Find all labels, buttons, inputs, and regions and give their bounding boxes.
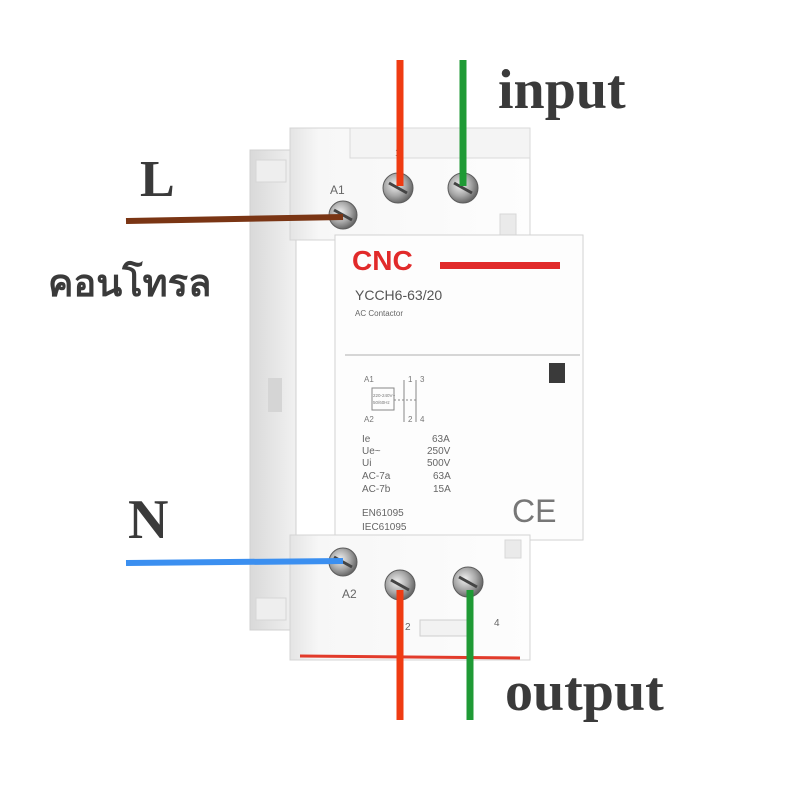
- live-label: L: [140, 151, 175, 208]
- input-label: input: [498, 59, 626, 121]
- spec-value: 500V: [427, 458, 451, 469]
- bottom-terminal-block: [289, 534, 531, 661]
- spec-value: 63A: [432, 434, 450, 445]
- screw-4: [452, 566, 484, 598]
- bottom-slot: [504, 539, 522, 559]
- coil-voltage: 220-240V~: [373, 393, 396, 398]
- schematic-2: 2: [408, 415, 413, 424]
- bottom-release-slot: [419, 619, 471, 637]
- spec-name: Ie: [362, 434, 371, 445]
- spec-table: Ie 63A Ue~ 250V Ui 500V AC-7a 63A AC-7b …: [362, 434, 451, 495]
- screw-2: [384, 569, 416, 601]
- top-slot: [499, 213, 517, 237]
- output-label: output: [505, 661, 664, 723]
- spec-value: 15A: [433, 484, 451, 495]
- schematic-a1: A1: [364, 375, 374, 384]
- live-wire: [125, 214, 344, 224]
- terminal-label-a2: A2: [342, 587, 357, 601]
- din-clip-bottom: [255, 597, 287, 621]
- coil-box: [371, 387, 395, 411]
- control-label: คอนโทรล: [48, 261, 212, 305]
- terminal-label-4: 4: [494, 618, 500, 629]
- screw-3: [447, 172, 479, 204]
- neutral-wire: [125, 558, 344, 566]
- spec-name: Ue~: [362, 446, 381, 457]
- schematic-4: 4: [420, 415, 425, 424]
- spec-name: Ui: [362, 458, 371, 469]
- neutral-label: N: [128, 489, 169, 551]
- standard-en: EN61095: [362, 508, 404, 519]
- brand-logo: CNC: [352, 245, 413, 276]
- spec-value: 250V: [427, 446, 451, 457]
- terminal-label-2: 2: [405, 622, 411, 633]
- side-slot: [268, 378, 282, 412]
- terminal-label-a1: A1: [330, 183, 345, 197]
- top-ledge: [349, 127, 531, 159]
- device-type: AC Contactor: [355, 309, 403, 318]
- spec-name: AC-7b: [362, 484, 391, 495]
- brand-bar: [440, 262, 560, 269]
- schematic-a2: A2: [364, 415, 374, 424]
- screw-1: [382, 172, 414, 204]
- din-clip-top: [255, 159, 287, 183]
- schematic-3: 3: [420, 375, 425, 384]
- schematic-1: 1: [408, 375, 413, 384]
- spec-name: AC-7a: [362, 471, 391, 482]
- bottom-red-edge: [299, 654, 521, 660]
- indicator-window: [549, 363, 565, 383]
- coil-frequency: 50/60Hz: [373, 400, 391, 405]
- spec-value: 63A: [433, 471, 451, 482]
- model-number: YCCH6-63/20: [355, 287, 442, 303]
- standard-iec: IEC61095: [362, 522, 407, 533]
- ce-mark: CE: [512, 493, 556, 529]
